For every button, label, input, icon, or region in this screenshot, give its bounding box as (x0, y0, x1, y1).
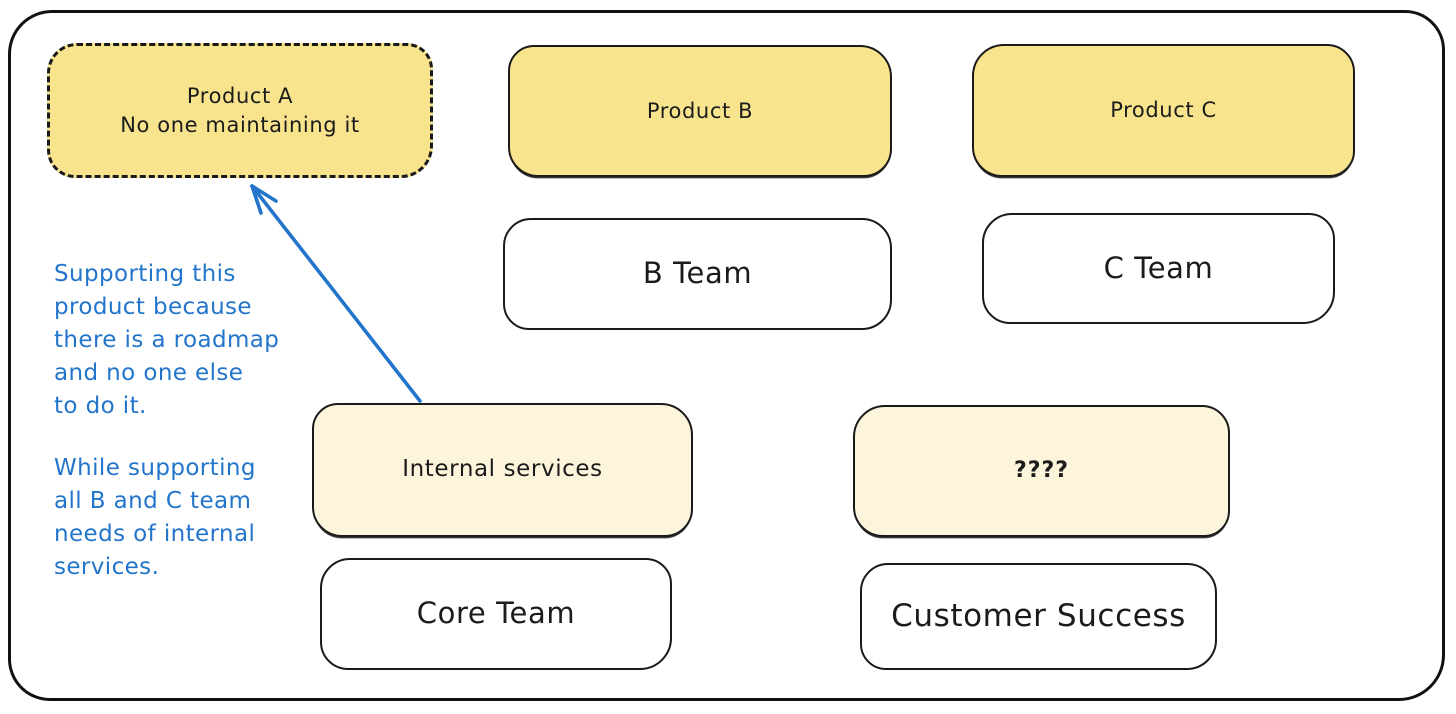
annotation-line: there is a roadmap (54, 327, 280, 353)
internal-services-label: Internal services (402, 456, 603, 483)
b-team-box: B Team (503, 218, 892, 330)
annotation-line: all B and C team (54, 488, 252, 514)
unknown-owner-label: ???? (1013, 458, 1070, 484)
product-b-box: Product B (508, 45, 892, 177)
annotation-line: Supporting this (54, 261, 236, 287)
annotation-paragraph-1: Supporting this product because there is… (54, 258, 324, 423)
core-team-label: Core Team (416, 596, 576, 631)
product-b-label: Product B (646, 98, 754, 123)
product-a-label-line2: No one maintaining it (120, 112, 360, 137)
annotation-line: needs of internal (54, 521, 256, 547)
annotation-paragraph-2: While supporting all B and C team needs … (54, 452, 324, 584)
c-team-label: C Team (1103, 250, 1214, 285)
product-a-box: Product A No one maintaining it (47, 43, 433, 178)
customer-success-box: Customer Success (860, 563, 1217, 670)
annotation-line: While supporting (54, 455, 256, 481)
annotation-line: product because (54, 294, 252, 320)
internal-services-box: Internal services (312, 403, 693, 537)
annotation-line: to do it. (54, 393, 147, 419)
annotation-line: and no one else (54, 360, 244, 386)
product-c-box: Product C (972, 44, 1355, 177)
unknown-owner-box: ???? (853, 405, 1230, 537)
customer-success-label: Customer Success (891, 597, 1186, 634)
product-a-label-line1: Product A (186, 84, 294, 109)
b-team-label: B Team (642, 256, 753, 291)
product-c-label: Product C (1110, 98, 1217, 123)
core-team-box: Core Team (320, 558, 672, 670)
annotation-line: services. (54, 554, 160, 580)
c-team-box: C Team (982, 213, 1335, 324)
